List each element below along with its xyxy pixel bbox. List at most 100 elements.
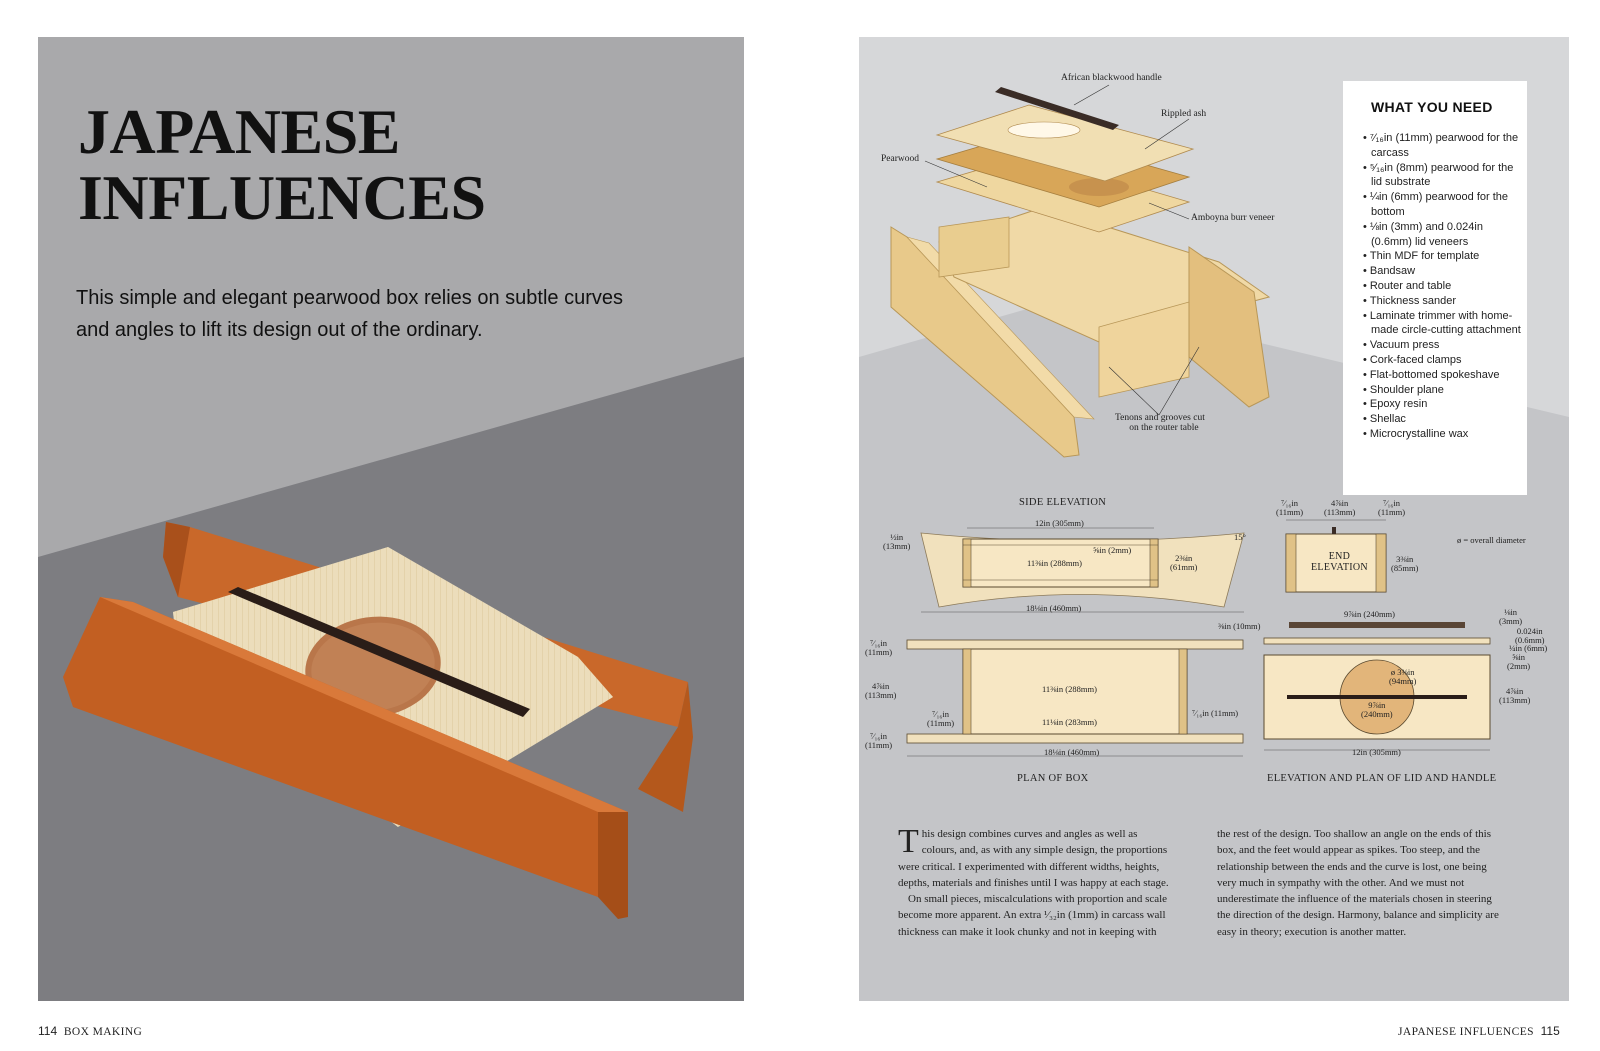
dim-pl-inner-c: ⁷⁄₁₆in(11mm) (927, 710, 954, 728)
right-page-panel: African blackwood handle Rippled ash Pea… (859, 37, 1569, 1001)
label-pearwood: Pearwood (881, 154, 919, 164)
need-item: Router and table (1363, 279, 1523, 294)
dim-se-top: 12in (305mm) (1035, 518, 1084, 528)
right-page-number: 115 (1540, 1024, 1560, 1038)
intro-line-1: This simple and elegant pearwood box rel… (76, 287, 623, 309)
caption-side-elevation: SIDE ELEVATION (1019, 497, 1107, 508)
need-item: Bandsaw (1363, 264, 1523, 279)
need-item: Thin MDF for template (1363, 249, 1523, 264)
dim-ee-b: 4⅞in(113mm) (1324, 499, 1355, 517)
left-page-panel: JAPANESE INFLUENCES This simple and eleg… (38, 37, 744, 1001)
title-line-1: JAPANESE (78, 96, 400, 167)
dim-pl-left-c-top: ⁷⁄₁₆in (870, 731, 887, 741)
dim-ee-b-bot: (113mm) (1324, 507, 1356, 517)
dim-ee-h-bot: (85mm) (1391, 563, 1419, 573)
drop-cap: T (898, 823, 919, 860)
dim-ld-r3: ¼in (6mm) (1509, 643, 1548, 653)
dim-ld-r2-top: 0.024in (1516, 626, 1543, 636)
dim-pl-left-c: ⁷⁄₁₆in(11mm) (865, 732, 892, 750)
dim-ld-handle: 9⅞in(240mm) (1361, 701, 1393, 719)
label-tenons-line1: Tenons and grooves cut (1115, 413, 1205, 423)
end-elevation-line2: ELEVATION (1311, 562, 1368, 573)
rippled-ash-layer (935, 104, 1195, 182)
dim-ee-h-top: 3⅜in (1396, 554, 1414, 564)
dim-ld-r1-top: ⅛in (1504, 607, 1518, 617)
need-item: ⁵⁄₁₆in (8mm) pearwood for the lid substr… (1363, 161, 1523, 191)
dim-pl-left-b-bot: (113mm) (865, 690, 897, 700)
what-you-need-box: WHAT YOU NEED ⁷⁄₁₆in (11mm) pearwood for… (1343, 81, 1527, 495)
dim-ee-h: 3⅜in(85mm) (1391, 555, 1418, 573)
dim-se-height-b: (61mm) (1170, 562, 1198, 572)
need-item: ⅛in (3mm) and 0.024in (0.6mm) lid veneer… (1363, 220, 1523, 250)
body-column-2: the rest of the design. Too shallow an a… (1217, 826, 1507, 940)
need-item: Microcrystalline wax (1363, 427, 1523, 442)
what-you-need-title: WHAT YOU NEED (1371, 99, 1493, 115)
caption-plan-of-box: PLAN OF BOX (1017, 773, 1089, 784)
diameter-note: ø = overall diameter (1457, 535, 1526, 545)
dim-pl-inner-a: 11⅜in (288mm) (1042, 684, 1097, 694)
dim-pl-left-a-top: ⁷⁄₁₆in (870, 638, 887, 648)
handle-exploded (995, 87, 1119, 130)
body-paragraph-1-text: his design combines curves and angles as… (898, 828, 1169, 889)
dim-ld-handle-a: 9⅞in (1368, 700, 1386, 710)
dim-ld-r2: 0.024in(0.6mm) (1515, 627, 1545, 645)
dim-ee-a-bot: (11mm) (1276, 507, 1304, 517)
left-folio: 114 BOX MAKING (38, 1024, 142, 1038)
dim-ee-a: ⁷⁄₁₆in(11mm) (1276, 499, 1303, 517)
side-elevation-drawing (920, 527, 1245, 613)
dim-se-gap: ⅝in (2mm) (1093, 545, 1132, 555)
page-title: JAPANESE INFLUENCES (78, 99, 486, 231)
dim-ee-a-top: ⁷⁄₁₆in (1281, 498, 1298, 508)
dim-pl-right: ⁷⁄₁₆in (11mm) (1192, 708, 1239, 718)
need-item: Shoulder plane (1363, 383, 1523, 398)
dim-ee-c-bot: (11mm) (1378, 507, 1406, 517)
dim-pl-inner-c-top: ⁷⁄₁₆in (932, 709, 949, 719)
left-page-number: 114 (38, 1024, 58, 1038)
dim-pl-left-c-bot: (11mm) (865, 740, 893, 750)
dim-ld-h: 4⅞in(113mm) (1499, 687, 1530, 705)
label-rippled-ash: Rippled ash (1161, 109, 1207, 119)
label-amboyna: Amboyna burr veneer (1191, 213, 1275, 223)
dim-ld-circle: ø 3⅜in(94mm) (1389, 668, 1416, 686)
dim-ld-h-top: 4⅞in (1506, 686, 1524, 696)
dim-ee-c-top: ⁷⁄₁₆in (1383, 498, 1400, 508)
blackwood-handle (228, 587, 530, 717)
right-background (859, 37, 1569, 1001)
dim-pl-left-b: 4⅞in(113mm) (865, 682, 896, 700)
body-paragraph-3: the rest of the design. Too shallow an a… (1217, 828, 1499, 938)
dim-ld-top: 9⅞in (240mm) (1344, 609, 1395, 619)
dim-pl-inner-c-bot: (11mm) (927, 718, 955, 728)
dim-ld-r4: ⅝in(2mm) (1507, 653, 1530, 671)
dim-ld-r1: ⅛in(3mm) (1499, 608, 1522, 626)
dim-se-left-a: ½in (890, 532, 904, 542)
dim-se-height-a: 2⅜in (1175, 553, 1193, 563)
title-line-2: INFLUENCES (78, 162, 486, 233)
label-tenons-line2: on the router table (1129, 423, 1199, 433)
right-running-head: JAPANESE INFLUENCES (1398, 1026, 1534, 1038)
body-paragraph-2: On small pieces, miscalculations with pr… (898, 893, 1168, 938)
right-folio: JAPANESE INFLUENCES 115 (1398, 1024, 1560, 1038)
front-wall (63, 597, 628, 917)
end-elevation-drawing (1285, 519, 1387, 593)
need-item: Epoxy resin (1363, 397, 1523, 412)
caption-end-elevation: END ELEVATION (1311, 551, 1368, 573)
leader-lines (924, 84, 1200, 416)
dim-se-inner: 11⅜in (288mm) (1027, 558, 1082, 568)
dim-pl-left-a-bot: (11mm) (865, 647, 893, 657)
need-item: Thickness sander (1363, 294, 1523, 309)
label-handle: African blackwood handle (1061, 73, 1162, 83)
need-item: Flat-bottomed spokeshave (1363, 368, 1523, 383)
dim-ld-h-bot: (113mm) (1499, 695, 1531, 705)
dim-se-height: 2⅜in(61mm) (1170, 554, 1197, 572)
exploded-view-drawing (890, 84, 1271, 458)
dim-pl-bottom: 18⅛in (460mm) (1044, 747, 1100, 757)
need-item: Laminate trimmer with home-made circle-c… (1363, 309, 1523, 339)
dim-pl-left-a: ⁷⁄₁₆in(11mm) (865, 639, 892, 657)
dim-ld-r4-top: ⅝in (1512, 652, 1526, 662)
what-you-need-list: ⁷⁄₁₆in (11mm) pearwood for the carcass⁵⁄… (1363, 131, 1523, 442)
box-photo (63, 522, 693, 919)
dim-ld-handle-b: (240mm) (1361, 709, 1393, 719)
dim-ld-circle-b: (94mm) (1389, 676, 1417, 686)
